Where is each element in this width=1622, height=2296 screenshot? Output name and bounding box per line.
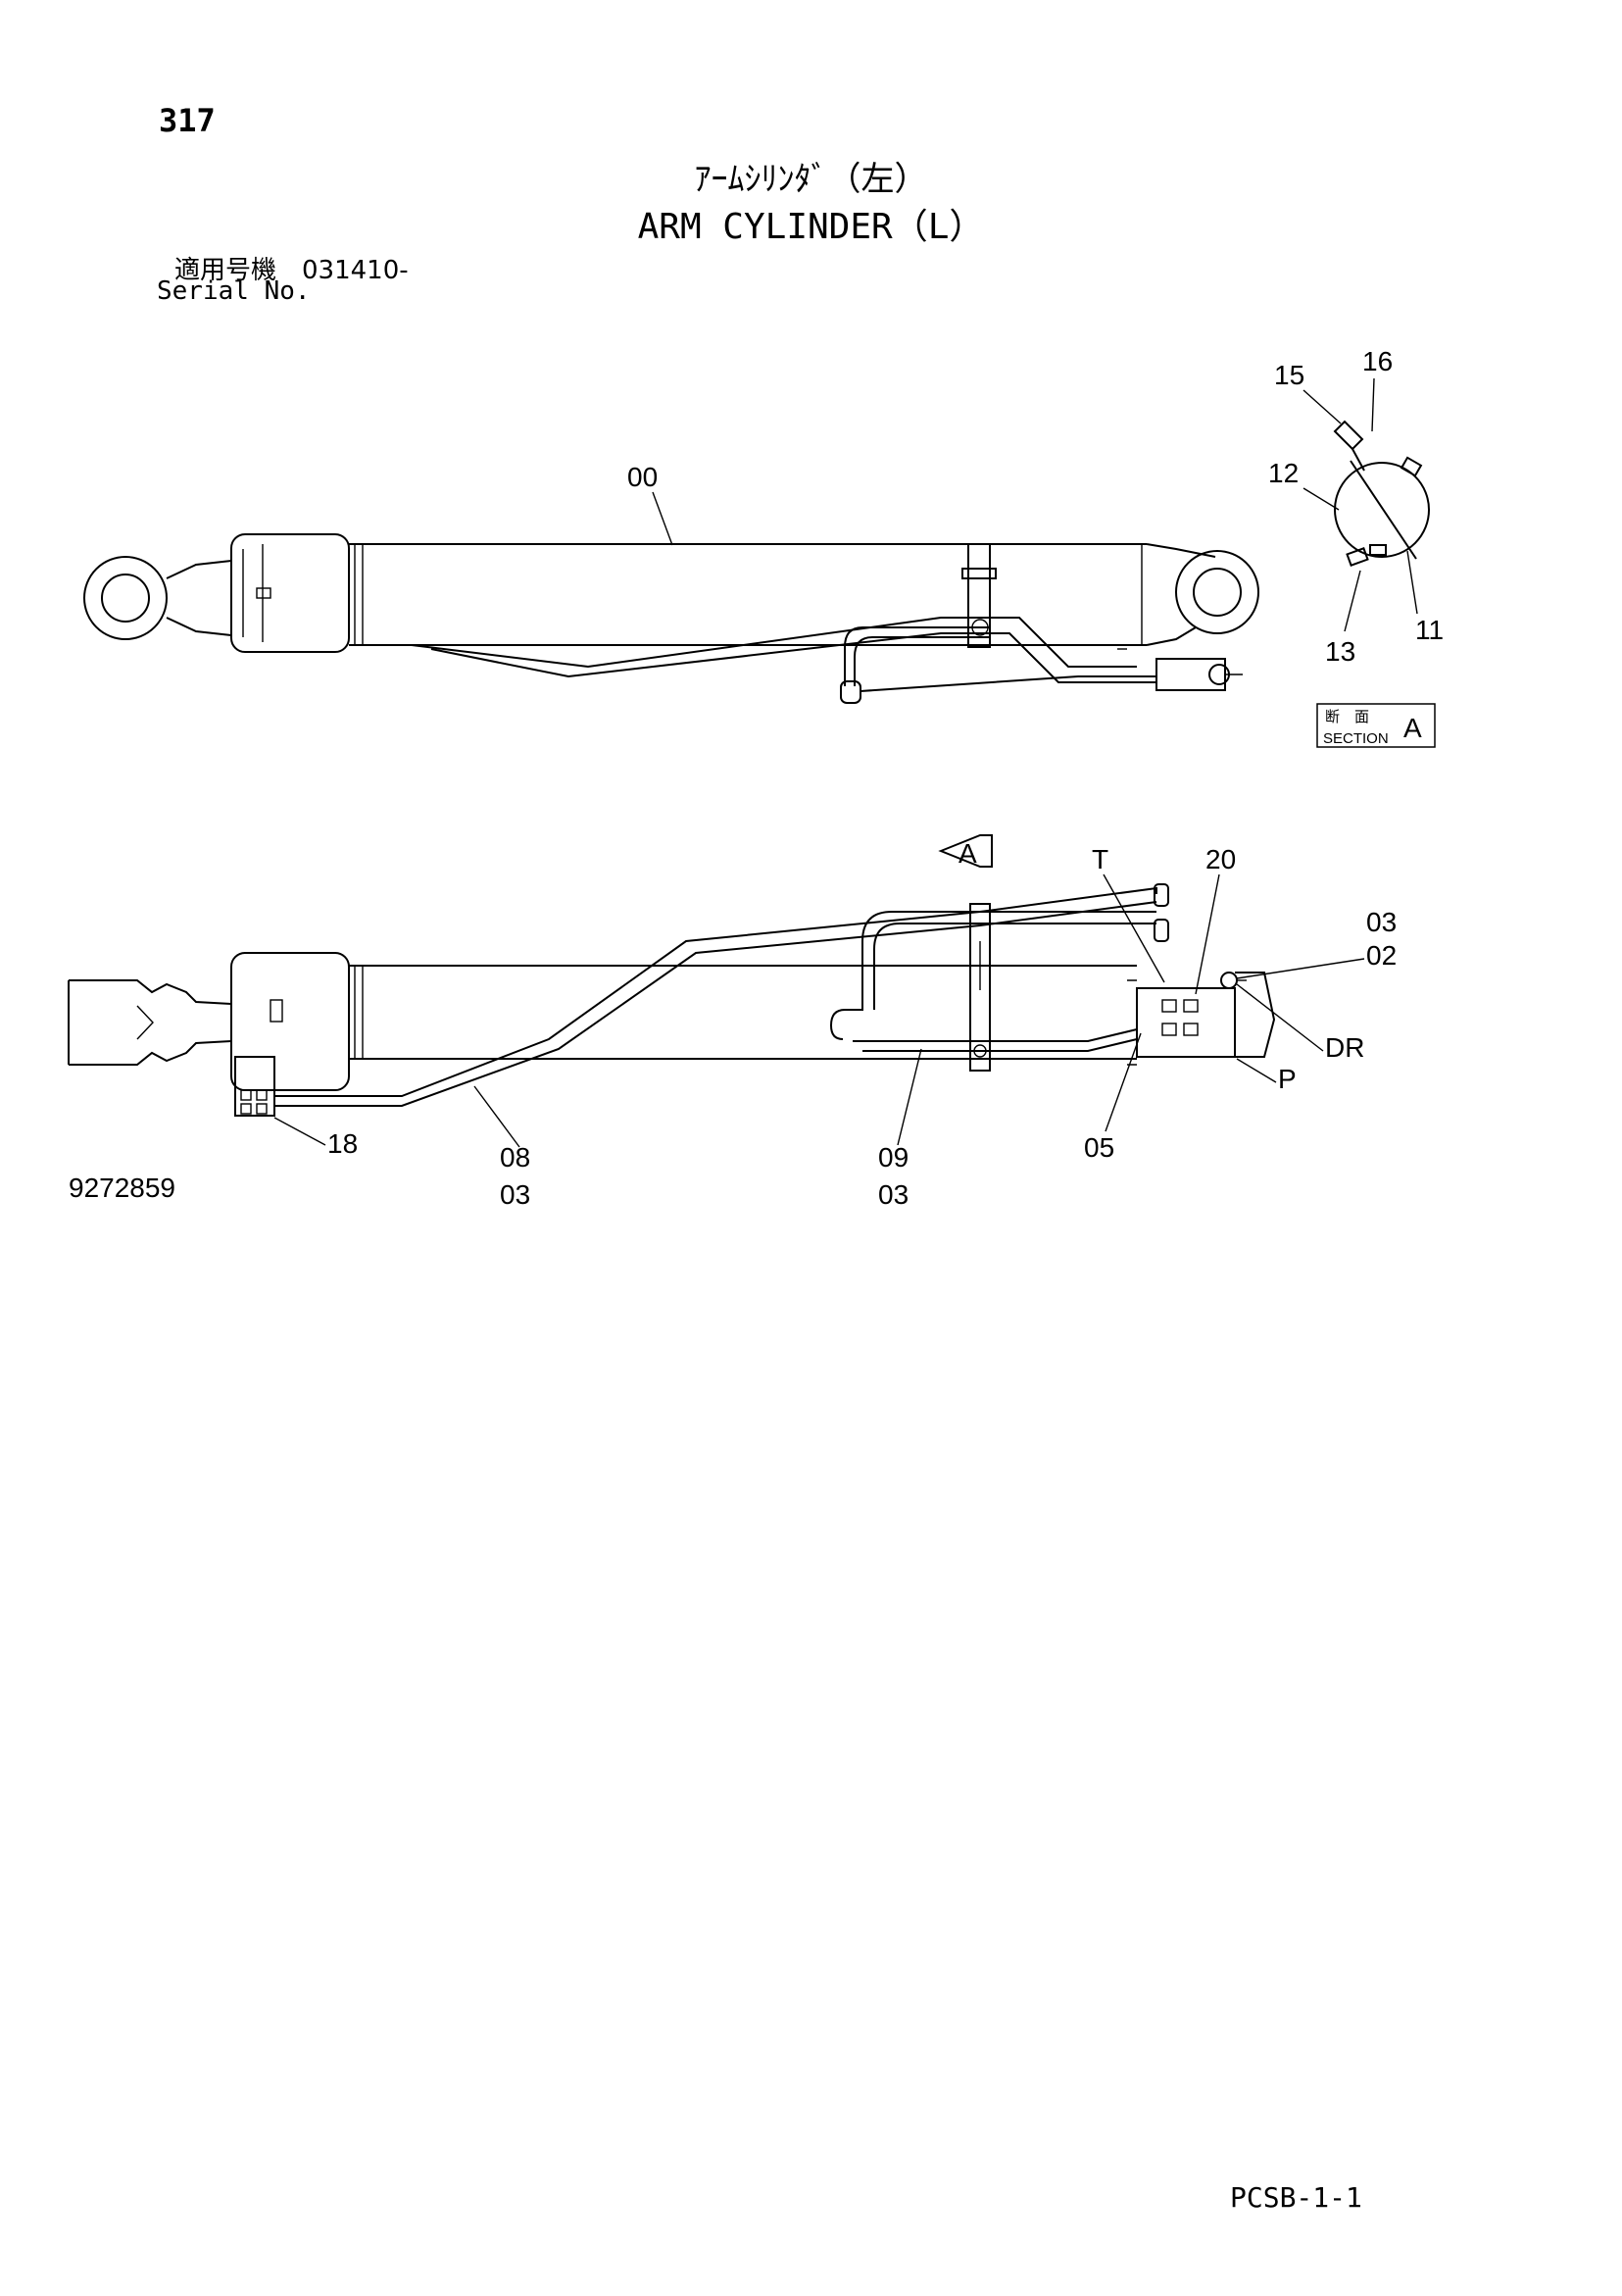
callout-16: 16	[1362, 346, 1393, 376]
pipe-upper-2	[430, 632, 1156, 683]
callout-08: 08	[500, 1142, 530, 1173]
lower-valve-block	[1136, 987, 1236, 1058]
callout-13: 13	[1325, 636, 1355, 667]
valve-block-upper	[1155, 658, 1226, 691]
callout-02: 02	[1366, 940, 1397, 971]
callout-P: P	[1278, 1064, 1297, 1094]
bottom-eye	[1175, 550, 1259, 634]
serial-japanese: 適用号機 031410-	[174, 256, 409, 285]
view-arrow-label: A	[958, 838, 977, 869]
callout-03-right: 03	[1366, 907, 1397, 937]
section-pipe-circle	[1334, 462, 1430, 558]
rod-port-block	[234, 1056, 275, 1117]
footer-code: PCSB-1-1	[1230, 2181, 1362, 2214]
serial-label: Serial No.	[157, 276, 311, 306]
pipe-lower-rod-side	[274, 886, 1157, 1097]
callout-20: 20	[1205, 844, 1236, 874]
lower-callouts: T 20 03 02 DR P 18 08 03 09 03 05	[273, 844, 1397, 1210]
pipe-clamp	[967, 543, 991, 648]
view-arrow-a: A	[938, 834, 993, 869]
title-japanese: ｱｰﾑｼﾘﾝﾀﾞ（左）	[694, 160, 928, 199]
lower-rod-head	[230, 952, 350, 1091]
section-en: SECTION	[1323, 730, 1389, 747]
upper-callouts: 00 15 16 12 13 11	[627, 346, 1444, 667]
document-number: 9272859	[69, 1173, 176, 1203]
callout-09: 09	[878, 1142, 909, 1173]
upper-cylinder-view	[83, 533, 1259, 704]
callout-05: 05	[1084, 1132, 1114, 1163]
callout-15: 15	[1274, 360, 1304, 390]
callout-00: 00	[627, 462, 658, 492]
section-a-box: 断 面 SECTION A	[1316, 703, 1436, 748]
pipe-loop	[844, 626, 990, 686]
lower-rod	[69, 979, 232, 1066]
lower-cylinder-view	[68, 883, 1276, 1117]
section-jp: 断 面	[1325, 708, 1369, 725]
section-a-detail	[1333, 420, 1430, 567]
pipe-loop-lower	[829, 911, 1156, 1040]
lower-barrel	[349, 965, 1137, 1060]
callout-12: 12	[1268, 458, 1299, 488]
rod-head	[230, 533, 350, 653]
callout-DR: DR	[1325, 1032, 1364, 1063]
rod-eye	[83, 556, 168, 640]
lower-clamp	[969, 903, 991, 1072]
callout-T: T	[1092, 844, 1108, 874]
page-number: 317	[159, 102, 216, 139]
callout-11: 11	[1415, 615, 1444, 645]
callout-03-08: 03	[500, 1179, 530, 1210]
callout-18: 18	[327, 1128, 358, 1159]
callout-03-09: 03	[878, 1179, 909, 1210]
title-english: ARM CYLINDER（L）	[637, 207, 985, 247]
cylinder-barrel	[349, 543, 1147, 646]
section-letter: A	[1403, 713, 1422, 743]
pipe-upper-1	[411, 617, 1137, 669]
